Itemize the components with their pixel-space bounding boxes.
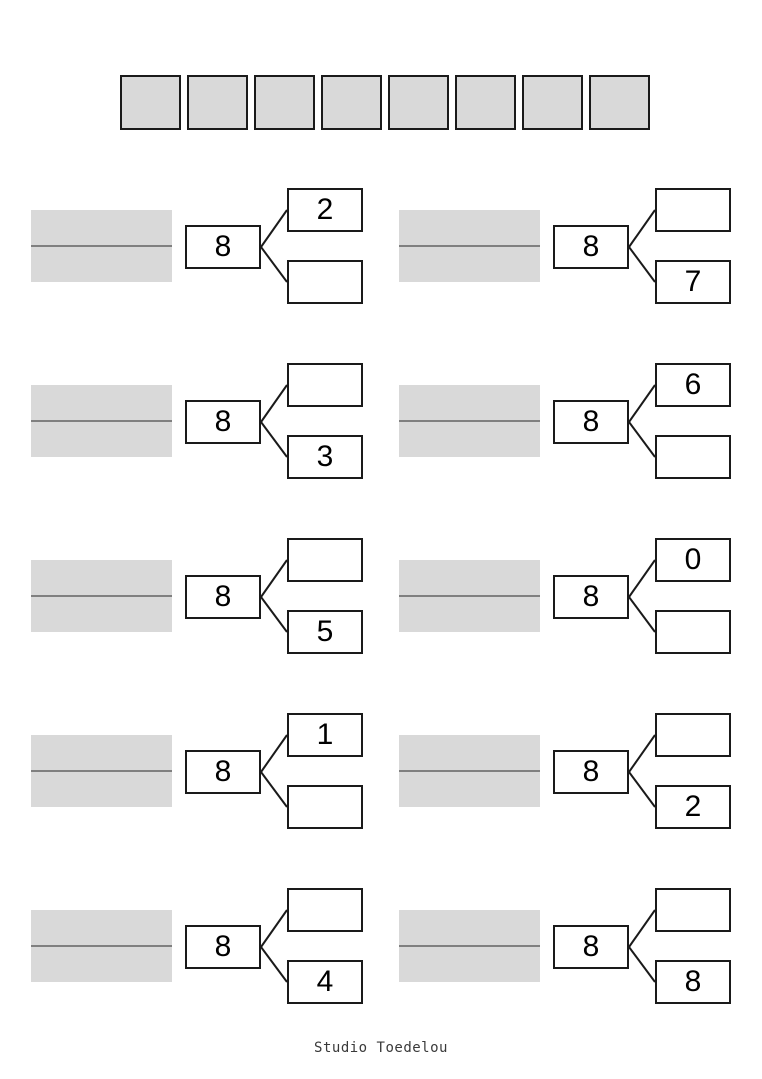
rule-line	[31, 595, 172, 597]
number-bond-grid: 8 2 8 7	[0, 175, 762, 1050]
rule-line	[399, 770, 540, 772]
whole-box: 8	[185, 400, 261, 444]
number-bond-exercise: 8 3	[31, 350, 399, 525]
part-box-bottom[interactable]: 3	[287, 435, 363, 479]
counting-tile[interactable]	[187, 75, 248, 130]
whole-box: 8	[185, 225, 261, 269]
number-bond-exercise: 8 7	[399, 175, 762, 350]
answer-write-area[interactable]	[399, 385, 540, 457]
number-bond-exercise: 8 5	[31, 525, 399, 700]
exercise-row: 8 5 8 0	[0, 525, 762, 700]
number-bond-exercise: 8 1	[31, 700, 399, 875]
answer-write-area[interactable]	[399, 910, 540, 982]
exercise-row: 8 3 8 6	[0, 350, 762, 525]
part-box-bottom[interactable]	[287, 785, 363, 829]
whole-box: 8	[553, 225, 629, 269]
number-bond-exercise: 8 2	[399, 700, 762, 875]
rule-line	[399, 945, 540, 947]
answer-write-area[interactable]	[31, 385, 172, 457]
part-box-top[interactable]: 2	[287, 188, 363, 232]
number-bond-exercise: 8 0	[399, 525, 762, 700]
counting-tile[interactable]	[589, 75, 650, 130]
part-box-top[interactable]	[655, 188, 731, 232]
part-box-bottom[interactable]: 2	[655, 785, 731, 829]
part-box-bottom[interactable]	[655, 435, 731, 479]
number-bond-exercise: 8 8	[399, 875, 762, 1050]
part-box-top[interactable]	[655, 888, 731, 932]
part-box-bottom[interactable]: 5	[287, 610, 363, 654]
answer-write-area[interactable]	[31, 910, 172, 982]
rule-line	[31, 770, 172, 772]
rule-line	[399, 595, 540, 597]
rule-line	[399, 245, 540, 247]
counting-tile[interactable]	[120, 75, 181, 130]
answer-write-area[interactable]	[31, 210, 172, 282]
number-bond-exercise: 8 2	[31, 175, 399, 350]
whole-box: 8	[185, 750, 261, 794]
counting-tile[interactable]	[321, 75, 382, 130]
answer-write-area[interactable]	[31, 735, 172, 807]
rule-line	[31, 420, 172, 422]
whole-box: 8	[185, 925, 261, 969]
counting-tiles-strip	[120, 75, 650, 130]
rule-line	[31, 945, 172, 947]
answer-write-area[interactable]	[31, 560, 172, 632]
part-box-bottom[interactable]: 8	[655, 960, 731, 1004]
whole-box: 8	[553, 925, 629, 969]
part-box-top[interactable]: 1	[287, 713, 363, 757]
rule-line	[399, 420, 540, 422]
whole-box: 8	[553, 400, 629, 444]
exercise-row: 8 1 8 2	[0, 700, 762, 875]
answer-write-area[interactable]	[399, 735, 540, 807]
part-box-bottom[interactable]: 7	[655, 260, 731, 304]
whole-box: 8	[553, 575, 629, 619]
part-box-bottom[interactable]: 4	[287, 960, 363, 1004]
answer-write-area[interactable]	[399, 560, 540, 632]
whole-box: 8	[553, 750, 629, 794]
answer-write-area[interactable]	[399, 210, 540, 282]
exercise-row: 8 4 8 8	[0, 875, 762, 1050]
part-box-top[interactable]	[655, 713, 731, 757]
part-box-top[interactable]	[287, 363, 363, 407]
part-box-bottom[interactable]	[287, 260, 363, 304]
part-box-top[interactable]: 6	[655, 363, 731, 407]
counting-tile[interactable]	[388, 75, 449, 130]
part-box-top[interactable]	[287, 538, 363, 582]
part-box-bottom[interactable]	[655, 610, 731, 654]
whole-box: 8	[185, 575, 261, 619]
rule-line	[31, 245, 172, 247]
part-box-top[interactable]	[287, 888, 363, 932]
part-box-top[interactable]: 0	[655, 538, 731, 582]
exercise-row: 8 2 8 7	[0, 175, 762, 350]
counting-tile[interactable]	[522, 75, 583, 130]
number-bond-exercise: 8 4	[31, 875, 399, 1050]
counting-tile[interactable]	[254, 75, 315, 130]
number-bond-exercise: 8 6	[399, 350, 762, 525]
counting-tile[interactable]	[455, 75, 516, 130]
footer-credit: Studio Toedelou	[314, 1040, 448, 1056]
